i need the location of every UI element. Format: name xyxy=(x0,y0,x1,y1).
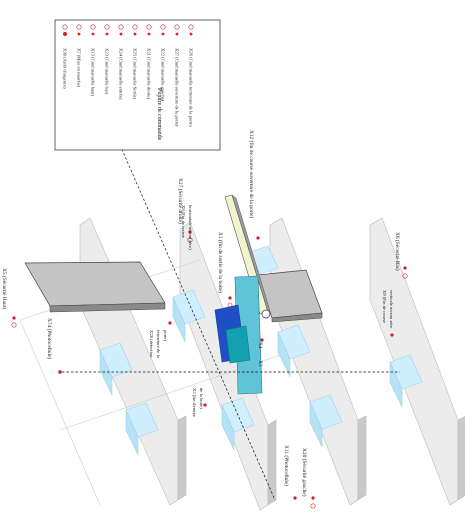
lift-plate-left xyxy=(24,261,166,313)
label-x9-line2: verticale niveau zéro xyxy=(389,290,394,329)
shuttle-cart xyxy=(214,275,263,395)
label-x9-line1: X9 (Fin de course xyxy=(382,290,387,323)
panel-items: X30 (Arrêt d'urgence) X7 (Mise en marche)… xyxy=(62,24,194,127)
box-3 xyxy=(172,289,206,343)
label-x5: X5 (Sécurité Haut) xyxy=(1,268,8,309)
sensor-x1-icon xyxy=(227,296,233,308)
push-button-icon xyxy=(118,24,124,36)
label-x28-line1: X28 (détection xyxy=(149,330,154,358)
reference-lines xyxy=(62,144,400,501)
panel-item-label: X21 (Cmd manuelle droite) xyxy=(147,48,152,99)
sensor-x9-icon xyxy=(390,333,394,337)
label-x3: X3 xyxy=(257,360,263,367)
sensor-labels: X5 (Sécurité Haut) X74 (Photocellule) X2… xyxy=(1,130,401,497)
push-button-icon xyxy=(160,24,166,36)
box-6 xyxy=(309,394,343,448)
label-x2-line2: de la boite) xyxy=(199,388,204,409)
door-hinge-icon xyxy=(261,309,271,319)
label-x2-line1: X2 (fin d'entrée xyxy=(192,388,197,417)
sensor-x5-icon xyxy=(11,316,17,328)
label-x8-line1: X8 (Fin de course xyxy=(181,205,186,238)
label-x28-line3: porte) xyxy=(163,330,168,341)
box-7 xyxy=(389,354,423,408)
panel-title: Pupitre de commande xyxy=(156,88,162,141)
push-button-icon xyxy=(104,24,110,36)
push-button-icon xyxy=(76,24,82,36)
label-x6: X6 (Sécurité Bas) xyxy=(394,232,401,271)
box-1 xyxy=(99,342,133,396)
panel-item-label: X13 (Cmd manuelle haut) xyxy=(91,48,96,97)
label-x8-line2: horizontale niveau zéro) xyxy=(188,205,193,250)
sensor-x6-icon xyxy=(402,266,408,279)
box-2 xyxy=(125,402,159,456)
label-x20: X20 (Sécurité gauche) xyxy=(301,448,308,497)
far-rack-plank xyxy=(369,217,459,506)
label-x12: X12 (fin de course ouverture de la porte… xyxy=(248,130,255,218)
sensor-x27s-icon xyxy=(187,230,193,243)
panel-item-label: X24 (Cmd manuelle entrée) xyxy=(119,48,124,100)
push-button-icon xyxy=(132,24,138,36)
panel-item-label: X22 (Cmd manuelle gauche) xyxy=(161,48,166,102)
label-x28-line2: fermeture de la xyxy=(156,330,161,358)
sensor-x2-icon xyxy=(203,403,207,407)
panel-item-label: X23 (Cmd manuelle bas) xyxy=(105,48,110,95)
label-x74: X74 (Photocellule) xyxy=(46,318,53,359)
label-x1: X1 (fin de sortie de la boite) xyxy=(217,232,224,293)
control-panel: Pupitre de commande xyxy=(54,19,221,151)
panel-item-label: X7 (Mise en marche) xyxy=(77,48,82,88)
left-rack-plank xyxy=(79,217,179,506)
push-button-icon xyxy=(174,24,180,36)
box-5 xyxy=(277,324,311,378)
push-button-icon xyxy=(146,24,152,36)
sensor-x12-icon xyxy=(256,236,260,240)
sensor-x20-icon xyxy=(310,496,316,509)
emergency-stop-icon xyxy=(62,24,68,36)
sensor-x4-icon xyxy=(260,338,264,342)
panel-item-label: X26 (Cmd manuelle fermeture de la porte) xyxy=(189,48,194,127)
panel-item-label: X25 (Cmd manuelle Sortie) xyxy=(133,48,138,100)
push-button-icon xyxy=(90,24,96,36)
panel-item-label: X27 (Cmd manuelle ouverture de la porte) xyxy=(175,48,180,127)
sensor-x11-icon xyxy=(293,496,297,500)
lift-plate-right xyxy=(257,269,323,323)
sensor-x28-icon xyxy=(168,321,172,325)
label-x27s: X27 (Sécurité droite) xyxy=(177,178,184,224)
label-x11: X11 (Photocellule) xyxy=(283,445,290,486)
label-x4: X4 xyxy=(257,342,263,349)
sensor-x74-icon xyxy=(58,370,62,374)
panel-item-label: X30 (Arrêt d'urgence) xyxy=(63,48,68,89)
push-button-icon xyxy=(188,24,194,36)
sensor-markers xyxy=(11,230,408,509)
